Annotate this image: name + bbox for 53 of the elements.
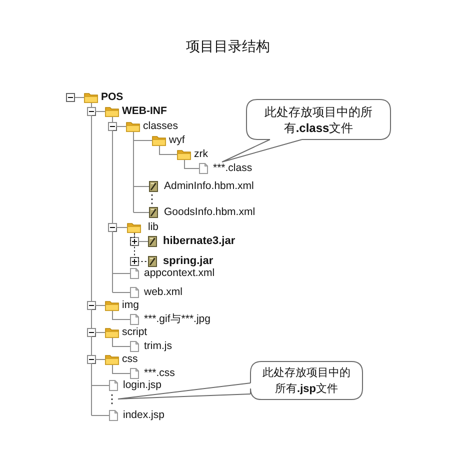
file-name: login.jsp bbox=[123, 379, 162, 391]
tree-line bbox=[112, 292, 130, 293]
tree-line bbox=[112, 122, 126, 127]
file-name: ***.css bbox=[144, 367, 175, 379]
tree-line bbox=[91, 301, 106, 306]
folder-name: wyf bbox=[169, 134, 185, 146]
diagram-title: 项目目录结构 bbox=[185, 39, 271, 55]
folder-name: classes bbox=[143, 120, 178, 132]
tree-line bbox=[133, 186, 150, 187]
speech-bubble bbox=[250, 361, 363, 400]
folder-name: POS bbox=[101, 91, 124, 103]
tree-line bbox=[91, 107, 106, 112]
speech-bubble bbox=[246, 99, 391, 140]
tree-line bbox=[130, 232, 148, 262]
file-name: hibernate3.jar bbox=[163, 235, 236, 247]
tree-line bbox=[112, 223, 128, 228]
tree-line bbox=[91, 415, 110, 416]
folder-name: script bbox=[122, 326, 148, 338]
file-name: ***.class bbox=[213, 162, 252, 174]
tree-line bbox=[91, 385, 110, 386]
file-name: appcontext.xml bbox=[144, 267, 215, 279]
file-name: web.xml bbox=[144, 286, 183, 298]
tree-line bbox=[159, 146, 178, 155]
callout-text: 此处存放项目中的所有.jsp文件 bbox=[262, 364, 352, 396]
file-name: spring.jar bbox=[163, 255, 214, 267]
tree-line bbox=[184, 160, 200, 169]
callout-pointer bbox=[118, 382, 251, 400]
tree-line bbox=[133, 140, 152, 141]
tree-line bbox=[133, 132, 134, 213]
tree-line bbox=[91, 355, 106, 360]
tree-line bbox=[108, 116, 113, 293]
tree-line bbox=[112, 338, 130, 347]
vertical-ellipsis: ⋮ bbox=[146, 193, 158, 205]
folder-name: zrk bbox=[194, 148, 208, 160]
tree-line bbox=[134, 232, 148, 242]
tree-line bbox=[112, 273, 130, 274]
file-name: AdminInfo.hbm.xml bbox=[164, 180, 254, 192]
tree-line bbox=[87, 102, 92, 416]
callout-pointer bbox=[222, 139, 302, 162]
callout-text: 此处存放项目中的所有.class文件 bbox=[264, 104, 374, 136]
file-name: ***.gif与***.jpg bbox=[144, 313, 210, 325]
tree-line bbox=[112, 310, 130, 320]
tree-line bbox=[133, 212, 150, 213]
folder-name: css bbox=[122, 353, 138, 365]
file-name: GoodsInfo.hbm.xml bbox=[164, 206, 256, 218]
tree-line bbox=[91, 328, 106, 333]
folder-name: img bbox=[122, 299, 139, 311]
folder-name: lib bbox=[148, 221, 159, 233]
file-name: trim.js bbox=[144, 340, 172, 352]
folder-name: WEB-INF bbox=[122, 105, 167, 117]
vertical-ellipsis: ⋮ bbox=[106, 393, 118, 405]
file-name: index.jsp bbox=[123, 409, 164, 421]
tree-line bbox=[112, 364, 130, 374]
